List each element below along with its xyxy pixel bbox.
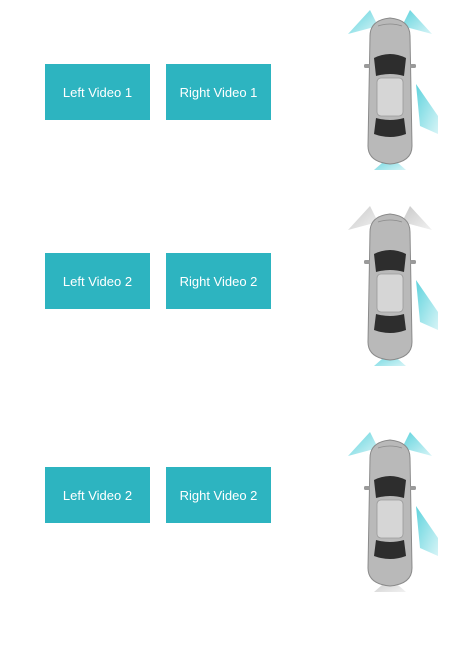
- camera-zone-rear-right: [416, 280, 438, 330]
- camera-row-2: Left Video 2 Right Video 2: [0, 196, 451, 366]
- car-body: [364, 439, 416, 587]
- camera-zone-front-left: [348, 10, 378, 34]
- camera-row-1: Left Video 1 Right Video 1: [0, 0, 451, 170]
- camera-row-3: Left Video 2 Right Video 2: [0, 428, 451, 598]
- car-top-view-icon: [348, 432, 438, 592]
- car-top-view-icon: [348, 206, 438, 366]
- left-video-1-button[interactable]: Left Video 1: [45, 64, 150, 120]
- car-body: [364, 213, 416, 361]
- camera-zones: [348, 206, 438, 366]
- camera-zone-rear-right: [416, 84, 438, 134]
- camera-zone-front-right: [402, 10, 432, 34]
- left-video-3-button[interactable]: Left Video 2: [45, 467, 150, 523]
- car-top-view-icon: [348, 10, 438, 170]
- camera-zone-front-left: [348, 432, 378, 456]
- camera-zone-front-right: [402, 206, 432, 230]
- camera-zone-front-left: [348, 206, 378, 230]
- right-video-3-button[interactable]: Right Video 2: [166, 467, 271, 523]
- camera-zone-front-right: [402, 432, 432, 456]
- car-body: [364, 17, 416, 165]
- left-video-2-button[interactable]: Left Video 2: [45, 253, 150, 309]
- right-video-1-button[interactable]: Right Video 1: [166, 64, 271, 120]
- camera-zones: [348, 432, 438, 592]
- right-video-2-button[interactable]: Right Video 2: [166, 253, 271, 309]
- camera-zone-rear-right: [416, 506, 438, 556]
